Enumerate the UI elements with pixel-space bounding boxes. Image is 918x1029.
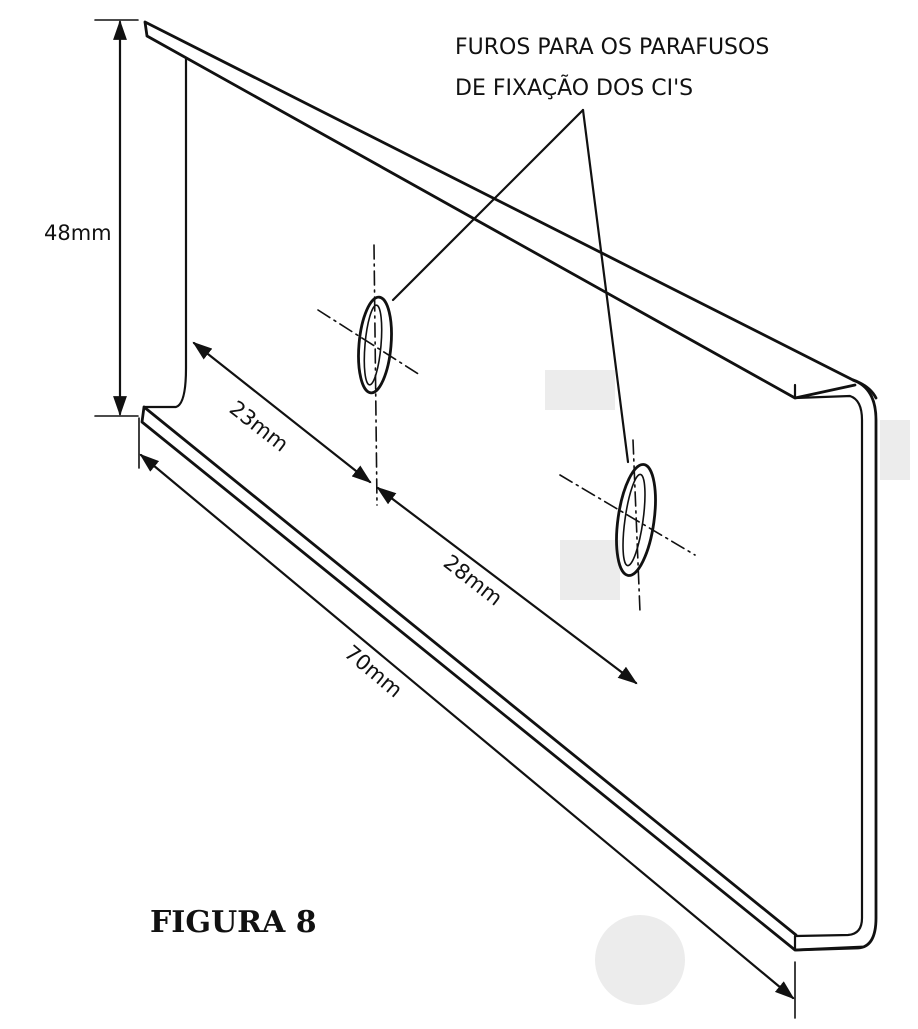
figure-title: FIGURA 8 [150, 905, 317, 940]
bottom-flange [140, 405, 864, 952]
dimension-height [94, 19, 139, 417]
dimension-total-length [138, 417, 796, 1019]
scan-background-marks [545, 370, 910, 1005]
bracket-body [140, 20, 878, 952]
callout-leaders [391, 108, 630, 464]
callout-text-line2: DE FIXAÇÃO DOS CI'S [455, 74, 693, 101]
right-bend [794, 378, 878, 952]
dimension-hole1-offset [192, 341, 372, 484]
height-label: 48mm [44, 221, 112, 245]
plate-left-edge [142, 56, 188, 409]
hole-1 [317, 244, 421, 506]
hole1-offset-label: 23mm [225, 396, 293, 457]
callout-text-line1: FUROS PARA OS PARAFUSOS [455, 35, 769, 60]
